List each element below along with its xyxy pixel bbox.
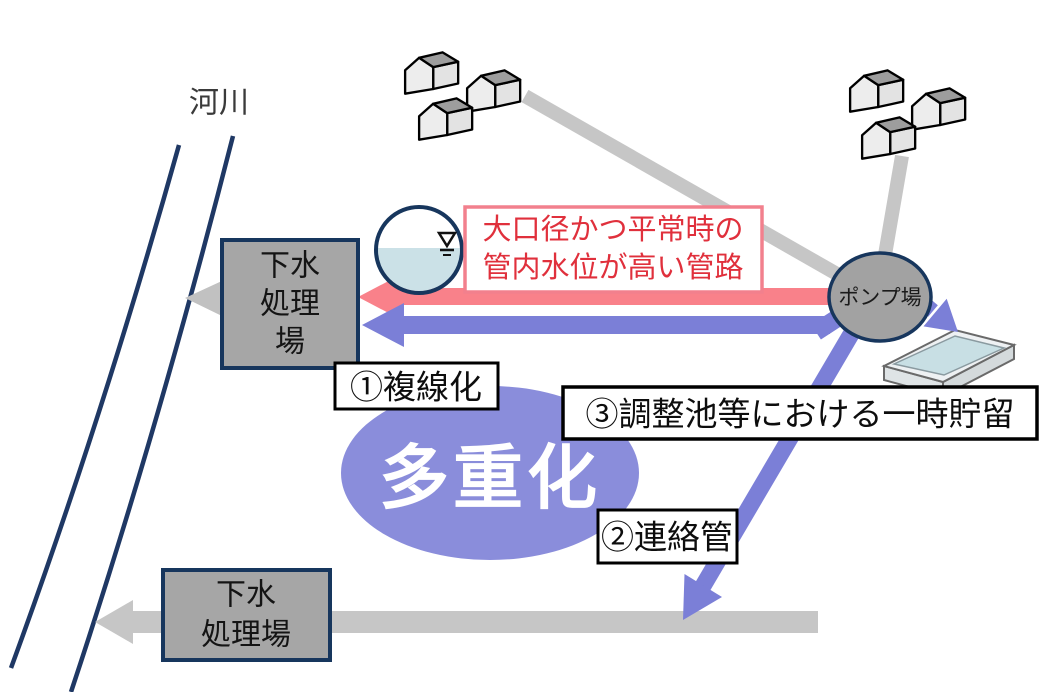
label-retention: ③調整池等における一時貯留 [561,385,1039,441]
high-water-main-arrow [358,275,836,319]
upper-plant-line: 下水 [260,250,320,283]
label-connecting-pipe-text: ②連絡管 [601,519,733,556]
house-icon [417,97,474,141]
note-line: 大口径かつ平常時の [482,213,743,246]
house-icon [860,116,917,160]
duplicated-main-arrow [362,303,830,347]
sewer-pipe-from-left-houses [521,89,876,301]
label-retention-text: ③調整池等における一時貯留 [586,396,1015,433]
label-duplication: ①複線化 [333,361,500,411]
upper-treatment-plant: 下水 処理 場 [220,238,360,370]
high-water-main-note: 大口径かつ平常時の 管内水位が高い管路 [463,205,764,294]
connecting-pipe-arrowhead-icon [683,574,722,620]
house-icon [403,51,460,95]
note-line: 管内水位が高い管路 [482,251,743,284]
house-icon [465,69,522,113]
lower-plant-line: 処理場 [201,619,291,652]
upper-outfall-arrow-icon [185,280,224,317]
pump-station-label: ポンプ場 [838,287,921,310]
label-connecting-pipe: ②連絡管 [596,508,739,565]
house-icon [848,69,905,113]
retention-basin-icon [881,328,1017,398]
river-line-right [68,135,236,692]
concept-label: 多重化 [379,439,601,517]
river-label: 河川 [189,87,249,120]
lower-outfall-arrow-icon [95,600,133,644]
lower-plant-line: 下水 [216,579,276,612]
lower-treatment-plant: 下水 処理場 [161,568,332,662]
river-line-left [8,144,182,669]
label-duplication-text: ①複線化 [350,369,482,406]
upper-plant-line: 場 [275,326,305,359]
water-level-gauge-icon [374,205,464,295]
upper-plant-line: 処理 [260,288,320,321]
pump-station: ポンプ場 [827,251,933,343]
basin-arrowhead-icon [923,298,958,332]
house-icon [910,87,967,131]
